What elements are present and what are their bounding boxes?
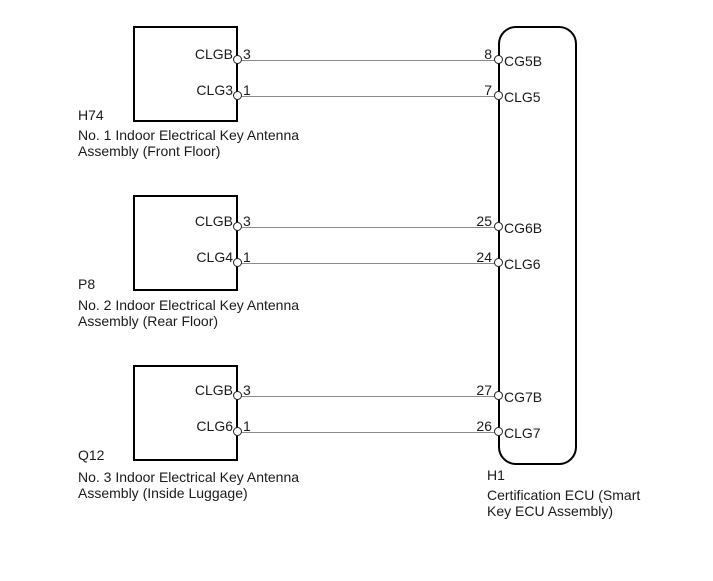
pin-number: 26 bbox=[476, 418, 492, 434]
wire-q12-clg6-to-clg7 bbox=[238, 432, 498, 433]
component-box-q12 bbox=[133, 365, 238, 461]
terminal-label: CG5B bbox=[504, 53, 543, 69]
pin-number: 3 bbox=[243, 213, 251, 229]
component-name-line2: Key ECU Assembly) bbox=[487, 503, 614, 519]
pin-circle bbox=[494, 427, 503, 436]
pin-number: 25 bbox=[476, 213, 492, 229]
component-box-p8 bbox=[133, 195, 238, 291]
pin-number: 24 bbox=[476, 249, 492, 265]
pin-number: 7 bbox=[484, 82, 492, 98]
terminal-label: CLGB bbox=[194, 213, 233, 229]
pin-circle bbox=[494, 55, 503, 64]
pin-circle bbox=[233, 427, 242, 436]
component-name-line1: No. 2 Indoor Electrical Key Antenna bbox=[78, 297, 300, 313]
component-code: H74 bbox=[78, 107, 104, 123]
component-code: P8 bbox=[78, 276, 96, 292]
terminal-label: CLG6 bbox=[504, 256, 541, 272]
terminal-label: CLG6 bbox=[196, 418, 233, 434]
pin-number: 27 bbox=[476, 382, 492, 398]
pin-circle bbox=[233, 91, 242, 100]
terminal-label: CLG3 bbox=[196, 82, 233, 98]
wire-q12-clgb-to-cg7b bbox=[238, 396, 498, 397]
pin-circle bbox=[233, 222, 242, 231]
wire-h74-clgb-to-cg5b bbox=[238, 60, 498, 61]
terminal-label: CLG4 bbox=[196, 249, 233, 265]
component-name-line2: Assembly (Front Floor) bbox=[78, 143, 221, 159]
pin-circle bbox=[494, 391, 503, 400]
pin-number: 3 bbox=[243, 382, 251, 398]
wire-p8-clg4-to-clg6 bbox=[238, 263, 498, 264]
component-name-line1: Certification ECU (Smart bbox=[487, 487, 641, 503]
pin-number: 3 bbox=[243, 46, 251, 62]
component-name-line2: Assembly (Rear Floor) bbox=[78, 313, 219, 329]
terminal-label: CLGB bbox=[194, 382, 233, 398]
wire-p8-clgb-to-cg6b bbox=[238, 227, 498, 228]
pin-circle bbox=[494, 222, 503, 231]
component-name-line1: No. 1 Indoor Electrical Key Antenna bbox=[78, 127, 300, 143]
pin-number: 1 bbox=[243, 82, 251, 98]
component-box-h74 bbox=[133, 26, 238, 122]
terminal-label: CLGB bbox=[194, 46, 233, 62]
component-name-line1: No. 3 Indoor Electrical Key Antenna bbox=[78, 469, 300, 485]
component-name-line2: Assembly (Inside Luggage) bbox=[78, 485, 248, 501]
ecu-box bbox=[498, 26, 577, 465]
pin-number: 8 bbox=[484, 46, 492, 62]
terminal-label: CG7B bbox=[504, 389, 543, 405]
wire-h74-clg3-to-clg5 bbox=[238, 96, 498, 97]
terminal-label: CLG7 bbox=[504, 425, 541, 441]
pin-number: 1 bbox=[243, 418, 251, 434]
pin-number: 1 bbox=[243, 249, 251, 265]
terminal-label: CG6B bbox=[504, 220, 543, 236]
component-code: H1 bbox=[487, 467, 505, 483]
pin-circle bbox=[233, 55, 242, 64]
pin-circle bbox=[233, 258, 242, 267]
pin-circle bbox=[494, 91, 503, 100]
terminal-label: CLG5 bbox=[504, 89, 541, 105]
component-code: Q12 bbox=[78, 447, 105, 463]
pin-circle bbox=[494, 258, 503, 267]
pin-circle bbox=[233, 391, 242, 400]
